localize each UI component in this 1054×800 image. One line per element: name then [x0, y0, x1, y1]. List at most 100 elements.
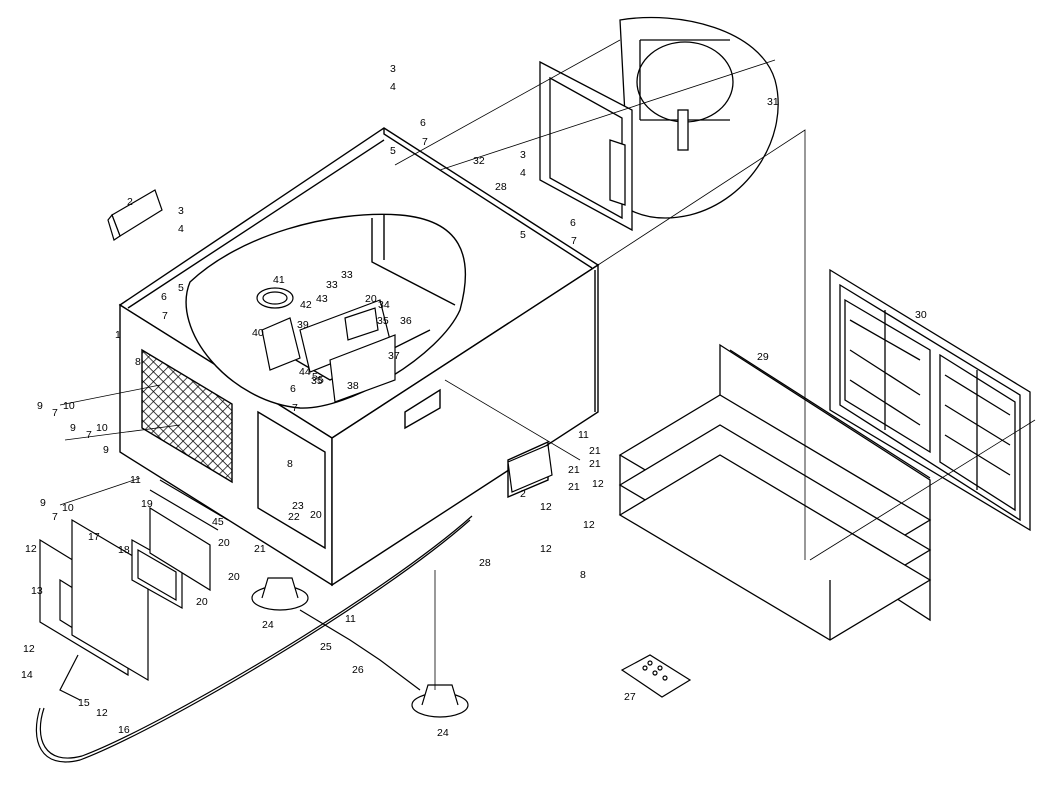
label-26: 26	[352, 664, 364, 676]
label-42: 42	[300, 299, 312, 311]
label-14: 14	[21, 669, 33, 681]
label-11: 11	[130, 474, 141, 486]
label-3: 3	[178, 205, 184, 217]
label-4: 4	[390, 81, 396, 93]
label-2: 2	[127, 196, 133, 208]
label-24: 24	[437, 727, 449, 739]
label-18: 18	[118, 544, 130, 556]
label-6: 6	[420, 117, 426, 129]
label-45: 45	[212, 516, 224, 528]
label-3: 3	[390, 63, 396, 75]
label-20: 20	[310, 509, 322, 521]
label-38: 38	[347, 380, 359, 392]
label-30: 30	[915, 309, 927, 321]
label-34: 34	[378, 299, 390, 311]
label-21: 21	[254, 543, 266, 555]
label-12: 12	[540, 501, 552, 513]
label-20: 20	[365, 293, 377, 305]
label-15: 15	[78, 697, 90, 709]
label-33: 33	[326, 279, 338, 291]
label-7: 7	[571, 235, 577, 247]
label-12: 12	[96, 707, 108, 719]
label-12: 12	[23, 643, 35, 655]
label-12: 12	[592, 478, 604, 490]
label-28: 28	[479, 557, 491, 569]
control-plates	[39, 479, 229, 682]
label-12: 12	[540, 543, 552, 555]
label-17: 17	[88, 531, 100, 543]
label-8: 8	[580, 569, 586, 581]
intake-grille	[141, 348, 233, 484]
label-41: 41	[273, 274, 285, 286]
label-9: 9	[70, 422, 76, 434]
label-35: 35	[377, 315, 389, 327]
label-9: 9	[37, 400, 43, 412]
label-9: 9	[40, 497, 46, 509]
label-12: 12	[25, 543, 37, 555]
label-4: 4	[520, 167, 526, 179]
label-20: 20	[196, 596, 208, 608]
label-28: 28	[495, 181, 507, 193]
part-labels: 1 2 2 3 3 3 4 4 4 5 5 5 5 5 6 6 6 6 7 7 …	[21, 63, 927, 739]
label-40: 40	[252, 327, 264, 339]
label-4: 4	[178, 223, 184, 235]
label-5: 5	[318, 374, 324, 386]
label-5: 5	[312, 371, 318, 383]
label-6: 6	[161, 291, 167, 303]
label-36: 36	[400, 315, 412, 327]
label-31: 31	[767, 96, 779, 108]
sensors	[251, 577, 469, 718]
label-23: 23	[292, 500, 304, 512]
label-8: 8	[135, 356, 141, 368]
label-22: 22	[288, 511, 300, 523]
label-9: 9	[103, 444, 109, 456]
label-6: 6	[570, 217, 576, 229]
label-19: 19	[141, 498, 153, 510]
label-3: 3	[520, 149, 526, 161]
label-24: 24	[262, 619, 274, 631]
label-7: 7	[86, 429, 92, 441]
leader-lines	[59, 39, 1036, 690]
label-21: 21	[589, 458, 601, 470]
filter-frame	[829, 268, 1031, 532]
label-7: 7	[52, 511, 58, 523]
label-16: 16	[118, 724, 130, 736]
label-35: 35	[311, 375, 323, 387]
label-7: 7	[52, 407, 58, 419]
label-11: 11	[345, 613, 356, 625]
label-7: 7	[422, 136, 428, 148]
label-25: 25	[320, 641, 332, 653]
label-21: 21	[568, 481, 580, 493]
cables	[35, 515, 473, 763]
blower-housing	[539, 16, 779, 232]
label-33: 33	[341, 269, 353, 281]
handles	[107, 189, 553, 493]
label-7: 7	[162, 310, 168, 322]
label-20: 20	[228, 571, 240, 583]
label-39: 39	[297, 319, 309, 331]
label-6: 6	[290, 383, 296, 395]
label-21: 21	[568, 464, 580, 476]
internal-components	[256, 287, 396, 403]
label-5: 5	[390, 145, 396, 157]
label-12: 12	[583, 519, 595, 531]
label-21: 21	[589, 445, 601, 457]
label-29: 29	[757, 351, 769, 363]
label-10: 10	[63, 400, 75, 412]
label-7: 7	[292, 402, 298, 414]
label-1: 1	[115, 329, 121, 341]
label-11: 11	[578, 429, 589, 441]
label-13: 13	[31, 585, 43, 597]
label-43: 43	[316, 293, 328, 305]
label-44: 44	[299, 366, 311, 378]
label-10: 10	[96, 422, 108, 434]
label-8: 8	[287, 458, 293, 470]
label-5: 5	[520, 229, 526, 241]
label-2: 2	[520, 488, 526, 500]
label-27: 27	[624, 691, 636, 703]
label-10: 10	[62, 502, 74, 514]
label-32: 32	[473, 155, 485, 167]
label-20: 20	[218, 537, 230, 549]
remote-control	[620, 654, 692, 698]
